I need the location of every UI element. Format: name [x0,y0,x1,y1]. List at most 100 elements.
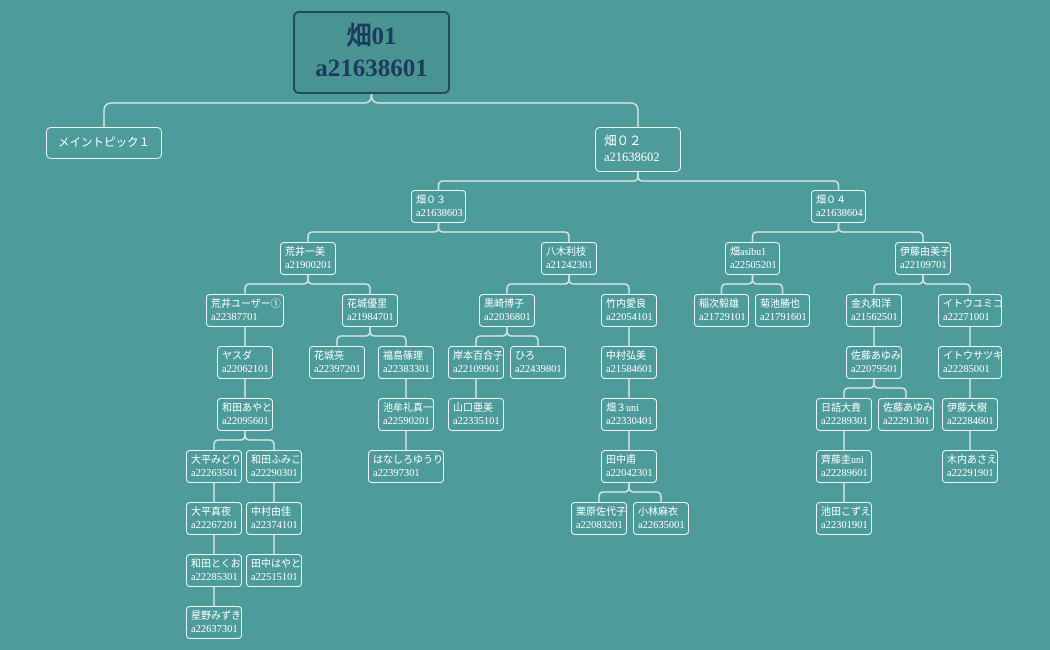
topic-name: 星野みずき [191,611,241,622]
topic-name: 畑０２ [604,134,642,148]
topic-name: 稲次毅雄 [699,299,739,310]
topic-name: 花城優里 [347,299,387,310]
topic-name: 畑０３ [416,195,446,206]
topic-name: メイントピック１ [58,137,150,149]
topic-code: a22335101 [453,416,500,427]
topic-name: 畑０４ [816,195,846,206]
topic-node-a22054101[interactable]: 竹内愛良 a22054101 [601,294,657,327]
topic-code: a22635001 [638,520,685,531]
topic-node-a21984701[interactable]: 花城優里 a21984701 [342,294,398,327]
topic-code: a22637301 [191,624,238,635]
topic-name: 日詰大貴 [821,403,861,414]
connector-line [475,326,508,347]
connector-line [244,430,275,451]
topic-name: 佐藤あゆみ [883,403,933,414]
connector-line [628,482,662,503]
topic-node-a22109701[interactable]: 伊藤由美子 a22109701 [895,242,951,275]
topic-name: イトウサツキ [943,351,1003,362]
topic-code: a22079501 [851,364,898,375]
topic-name: 荒井ユーザー① [211,299,281,310]
topic-node-a21729101[interactable]: 稲次毅雄 a21729101 [694,294,749,327]
topic-name: 岸本百合子 [453,351,503,362]
connector-line [873,274,924,295]
topic-node-a22095601[interactable]: 和田あやと a22095601 [217,398,273,431]
topic-code: a22285301 [191,572,238,583]
topic-name: 荒井一美 [285,247,325,258]
topic-name: 竹内愛良 [606,299,646,310]
topic-code: a22301901 [821,520,868,531]
topic-code: a21638601 [315,54,428,82]
topic-code: a21729101 [699,312,746,323]
topic-node-a22635001[interactable]: 小林麻衣 a22635001 [633,502,689,535]
topic-code: a21638602 [604,150,660,164]
topic-code: a22267201 [191,520,238,531]
connector-line [598,482,630,503]
topic-code: a22109701 [900,260,947,271]
topic-name: 大平みどり [191,455,241,466]
topic-code: a21242301 [546,260,593,271]
topic-node-a21242301[interactable]: 八木利枝 a21242301 [541,242,597,275]
topic-name: 和田あやと [222,403,272,414]
topic-name: 小林麻衣 [638,507,678,518]
topic-node-a21638602[interactable]: 畑０２ a21638602 [595,127,681,172]
topic-name: 伊藤由美子 [900,247,950,258]
topic-name: 和田ふみこ [251,455,301,466]
topic-node-a22267201[interactable]: 大平真夜 a22267201 [186,502,242,535]
topic-code: a22062101 [222,364,269,375]
topic-code: a22054101 [606,312,653,323]
topic-name: 八木利枝 [546,247,586,258]
topic-code: a21984701 [347,312,394,323]
main-topic-node[interactable]: メイントピック１ [46,127,162,159]
topic-code: a22036801 [484,312,531,323]
topic-name: 大平真夜 [191,507,231,518]
topic-code: a21791601 [760,312,807,323]
topic-node-a22301901[interactable]: 池田こずえ a22301901 [816,502,872,535]
topic-node-a22637301[interactable]: 星野みずき a22637301 [186,606,242,639]
connector-line [843,378,875,399]
topic-code: a22271001 [943,312,990,323]
connector-line [568,274,630,295]
connector-line [637,171,840,191]
topic-name: 池田こずえ [821,507,871,518]
connector-line [103,93,373,128]
topic-code: a22095601 [222,416,269,427]
topic-name: 畑01 [346,22,397,50]
topic-code: a22397201 [314,364,361,375]
root-topic[interactable]: 畑01 a21638601 [293,11,450,94]
